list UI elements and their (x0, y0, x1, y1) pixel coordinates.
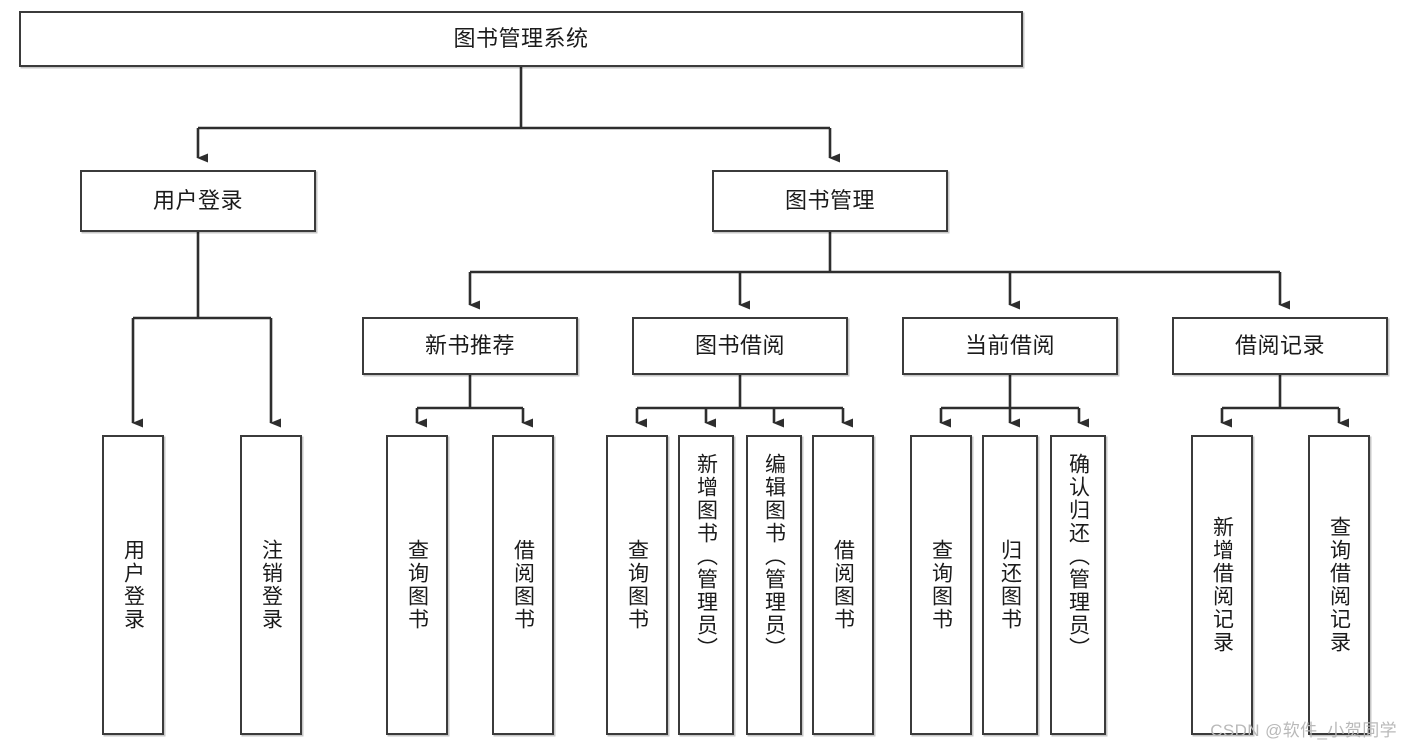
node-leaf-query-record[interactable]: 查询借阅记录 (1308, 435, 1370, 735)
node-leaf-query-book-3-label: 查询图书 (929, 539, 953, 631)
node-root-label: 图书管理系统 (453, 25, 589, 51)
node-leaf-borrow-book-2[interactable]: 借阅图书 (812, 435, 874, 735)
node-leaf-query-book-1[interactable]: 查询图书 (386, 435, 448, 735)
node-new-book-recommend-label: 新书推荐 (424, 332, 515, 358)
node-book-manage[interactable]: 图书管理 (712, 170, 948, 232)
node-leaf-borrow-book-1-label: 借阅图书 (511, 539, 535, 631)
node-new-book-recommend[interactable]: 新书推荐 (362, 317, 578, 375)
node-leaf-add-record-label: 新增借阅记录 (1210, 516, 1234, 654)
node-leaf-query-book-2[interactable]: 查询图书 (606, 435, 668, 735)
node-leaf-query-book-2-label: 查询图书 (625, 539, 649, 631)
node-leaf-query-record-label: 查询借阅记录 (1327, 516, 1351, 654)
node-user-login-label: 用户登录 (152, 187, 243, 213)
node-user-login[interactable]: 用户登录 (80, 170, 316, 232)
node-borrow-record[interactable]: 借阅记录 (1172, 317, 1388, 375)
node-current-borrow[interactable]: 当前借阅 (902, 317, 1118, 375)
node-leaf-borrow-book-1[interactable]: 借阅图书 (492, 435, 554, 735)
node-leaf-add-record[interactable]: 新增借阅记录 (1191, 435, 1253, 735)
node-leaf-query-book-3[interactable]: 查询图书 (910, 435, 972, 735)
node-borrow-record-label: 借阅记录 (1234, 332, 1325, 358)
node-current-borrow-label: 当前借阅 (964, 332, 1055, 358)
node-leaf-logout-label: 注销登录 (259, 539, 283, 631)
node-leaf-user-login-label: 用户登录 (121, 539, 145, 631)
node-leaf-logout[interactable]: 注销登录 (240, 435, 302, 735)
node-leaf-query-book-1-label: 查询图书 (405, 539, 429, 631)
node-leaf-borrow-book-2-label: 借阅图书 (831, 539, 855, 631)
node-book-manage-label: 图书管理 (784, 187, 875, 213)
node-leaf-confirm-return-label: 确认归还（管理员） (1066, 453, 1090, 660)
node-leaf-add-book[interactable]: 新增图书（管理员） (678, 435, 734, 735)
node-leaf-return-book-label: 归还图书 (998, 539, 1022, 631)
node-book-borrow[interactable]: 图书借阅 (632, 317, 848, 375)
node-book-borrow-label: 图书借阅 (694, 332, 785, 358)
node-root[interactable]: 图书管理系统 (19, 11, 1023, 67)
node-leaf-return-book[interactable]: 归还图书 (982, 435, 1038, 735)
node-leaf-edit-book-label: 编辑图书（管理员） (762, 453, 786, 660)
node-leaf-edit-book[interactable]: 编辑图书（管理员） (746, 435, 802, 735)
node-leaf-confirm-return[interactable]: 确认归还（管理员） (1050, 435, 1106, 735)
node-leaf-user-login[interactable]: 用户登录 (102, 435, 164, 735)
node-leaf-add-book-label: 新增图书（管理员） (694, 453, 718, 660)
